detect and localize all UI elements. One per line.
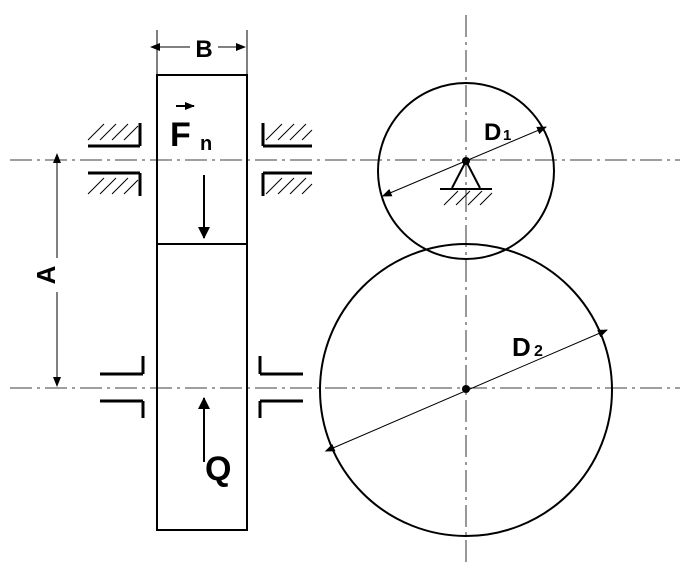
lower-left-guide <box>100 356 145 418</box>
upper-left-hatch-bottom <box>87 177 139 195</box>
small-wheel: D 1 <box>377 82 555 260</box>
upper-left-hatch-top <box>87 123 139 141</box>
upper-right-guide <box>261 123 313 196</box>
upper-left-guide <box>87 123 142 196</box>
distance-dimension: A <box>31 153 61 387</box>
force-label: F <box>170 116 191 154</box>
width-dimension: B <box>150 30 248 75</box>
distance-label: A <box>31 265 61 284</box>
bar-outline <box>156 74 248 531</box>
d2-dimension-line <box>324 329 608 452</box>
width-label: B <box>195 36 212 63</box>
upper-right-hatch-bottom <box>265 177 313 195</box>
load-label: Q <box>205 450 231 488</box>
upper-right-hatch-top <box>265 123 313 141</box>
sliding-bar <box>156 74 248 531</box>
lower-right-guide <box>258 356 303 418</box>
d1-dimension-line <box>381 126 547 197</box>
load-q: Q <box>198 397 231 488</box>
large-wheel: D 2 <box>319 243 613 537</box>
large-wheel-circle <box>319 243 613 537</box>
d1-subscript: 1 <box>503 127 511 144</box>
pivot-support-icon <box>451 160 481 189</box>
d2-subscript: 2 <box>534 343 543 360</box>
d2-label: D <box>512 332 531 362</box>
small-wheel-circle <box>377 82 555 260</box>
force-subscript: n <box>200 133 212 155</box>
d1-label: D <box>484 119 501 146</box>
pivot-hatch <box>443 190 493 206</box>
force-fn: F n <box>170 102 212 239</box>
